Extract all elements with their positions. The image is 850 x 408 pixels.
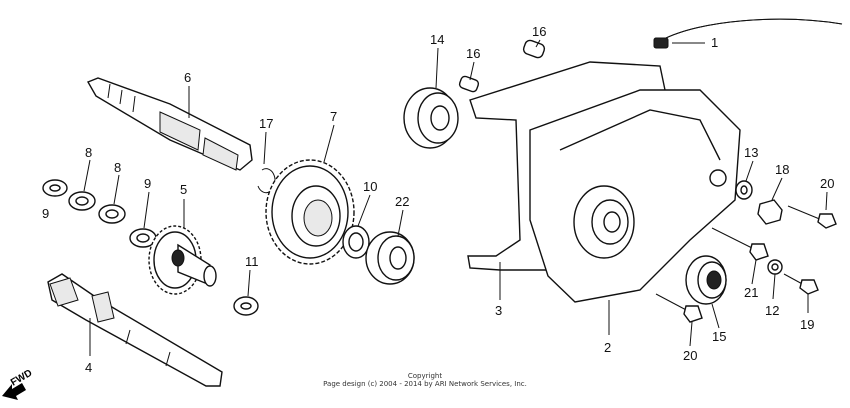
part-8-washer-a[interactable]	[68, 191, 96, 211]
callout-22: 22	[395, 194, 409, 209]
part-22-bearing[interactable]	[365, 231, 415, 285]
part-12-washer[interactable]	[767, 259, 783, 275]
part-2-cover[interactable]	[529, 89, 741, 303]
part-21-bolt[interactable]	[711, 227, 769, 261]
part-20-bolt-lower[interactable]	[655, 293, 703, 323]
callout-4: 4	[85, 360, 92, 375]
part-14-bearing[interactable]	[403, 87, 459, 149]
part-16-dowel-pin-b[interactable]	[522, 39, 546, 59]
part-5-gear[interactable]	[148, 225, 217, 295]
part-10-washer[interactable]	[342, 225, 370, 259]
callout-1: 1	[711, 35, 718, 50]
part-13-washer[interactable]	[735, 180, 753, 200]
callout-21: 21	[744, 285, 758, 300]
callout-12: 12	[765, 303, 779, 318]
copyright-line-2: Page design (c) 2004 - 2014 by ARI Netwo…	[323, 380, 527, 388]
part-18-nut[interactable]	[757, 199, 783, 225]
callout-2: 2	[604, 340, 611, 355]
copyright-notice: Copyright Page design (c) 2004 - 2014 by…	[323, 372, 527, 388]
callout-labels: 1 2 3 4 5 6 7 8 8 9 9 10 11 12 13 14 15 …	[42, 24, 834, 375]
part-20-bolt-upper[interactable]	[787, 205, 837, 229]
callout-9b: 9	[144, 176, 151, 191]
callout-8b: 8	[114, 160, 121, 175]
callout-16b: 16	[532, 24, 546, 39]
callout-5: 5	[180, 182, 187, 197]
part-19-bolt[interactable]	[783, 273, 819, 295]
part-8-washer-b[interactable]	[98, 204, 126, 224]
callout-15: 15	[712, 329, 726, 344]
forward-direction-indicator: FWD	[2, 368, 34, 400]
part-11-washer[interactable]	[233, 296, 259, 316]
callout-16a: 16	[466, 46, 480, 61]
callout-11: 11	[245, 254, 259, 269]
part-6-mainshaft[interactable]	[86, 77, 253, 171]
callout-14: 14	[430, 32, 444, 47]
callout-3: 3	[495, 303, 502, 318]
part-15-oil-seal[interactable]	[685, 255, 727, 305]
callout-18: 18	[775, 162, 789, 177]
part-16-dowel-pin-a[interactable]	[458, 75, 480, 93]
copyright-line-1: Copyright	[408, 372, 442, 380]
part-1-breather-tube[interactable]	[653, 18, 843, 49]
callout-8a: 8	[85, 145, 92, 160]
callout-7: 7	[330, 109, 337, 124]
part-9-washer-left[interactable]	[42, 179, 68, 197]
forward-arrow-icon	[2, 383, 26, 400]
leader-lines	[83, 39, 828, 356]
part-7-gear[interactable]	[265, 159, 355, 265]
callout-20b: 20	[683, 348, 697, 363]
callout-10: 10	[363, 179, 377, 194]
callout-20a: 20	[820, 176, 834, 191]
callout-13: 13	[744, 145, 758, 160]
part-4-countershaft[interactable]	[47, 273, 223, 387]
callout-9a: 9	[42, 206, 49, 221]
callout-17: 17	[259, 116, 273, 131]
callout-6: 6	[184, 70, 191, 85]
callout-19: 19	[800, 317, 814, 332]
